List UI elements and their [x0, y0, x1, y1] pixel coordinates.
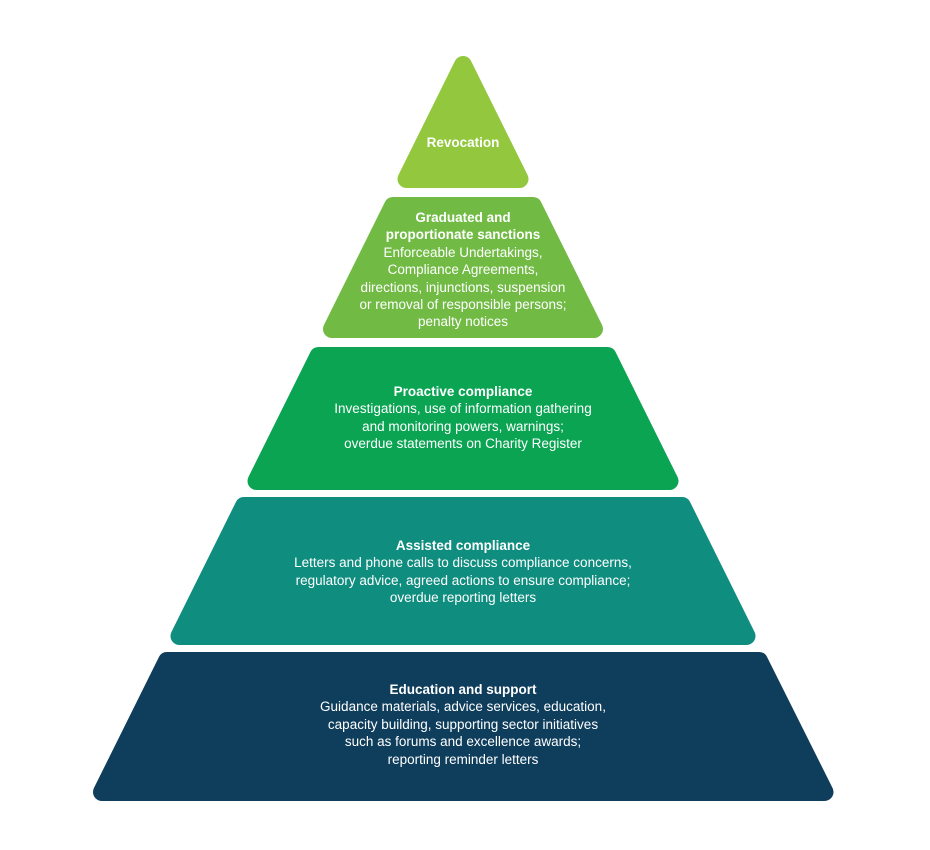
level-body-line: and monitoring powers, warnings; — [362, 418, 564, 434]
level-education-support-shape — [93, 652, 834, 801]
level-revocation-shape — [397, 56, 529, 188]
level-proactive-compliance-shape — [247, 347, 679, 490]
level-title-line: Graduated and — [415, 210, 511, 225]
level-body-line: or removal of responsible persons; — [359, 297, 567, 313]
level-body-line: capacity building, supporting sector ini… — [327, 716, 599, 732]
level-body-line: directions, injunctions, suspension — [360, 279, 566, 295]
level-assisted-compliance-shape — [170, 497, 756, 645]
level-title-line: Education and support — [389, 682, 537, 697]
level-graduated-sanctions-shape — [323, 197, 603, 338]
level-body-line: Enforceable Undertakings, — [383, 244, 543, 260]
level-revocation-text: Revocation — [427, 134, 500, 151]
level-title-line: Assisted compliance — [395, 538, 531, 553]
level-body-line: Investigations, use of information gathe… — [334, 401, 592, 417]
level-body-line: Guidance materials, advice services, edu… — [320, 699, 606, 715]
level-body-line: such as forums and excellence awards; — [344, 734, 582, 750]
level-body-line: penalty notices — [417, 314, 509, 330]
level-title-line: proportionate sanctions — [385, 227, 541, 243]
level-proactive-compliance-text: Proactive compliance Investigations, use… — [334, 383, 591, 453]
level-body-line: overdue statements on Charity Register — [344, 436, 582, 452]
level-body-line: Letters and phone calls to discuss compl… — [294, 555, 632, 571]
level-education-support-text: Education and support Guidance materials… — [320, 681, 606, 768]
level-title-line: Proactive compliance — [393, 384, 533, 399]
level-body-line: overdue reporting letters — [389, 590, 537, 606]
level-body-line: Compliance Agreements, — [387, 262, 539, 278]
level-title-line: Revocation — [426, 135, 500, 150]
level-body-line: reporting reminder letters — [387, 751, 539, 767]
level-assisted-compliance-text: Assisted compliance Letters and phone ca… — [294, 537, 632, 607]
level-graduated-sanctions-text: Graduated and proportionate sanctions En… — [359, 209, 566, 331]
level-body-line: regulatory advice, agreed actions to ens… — [295, 572, 631, 588]
